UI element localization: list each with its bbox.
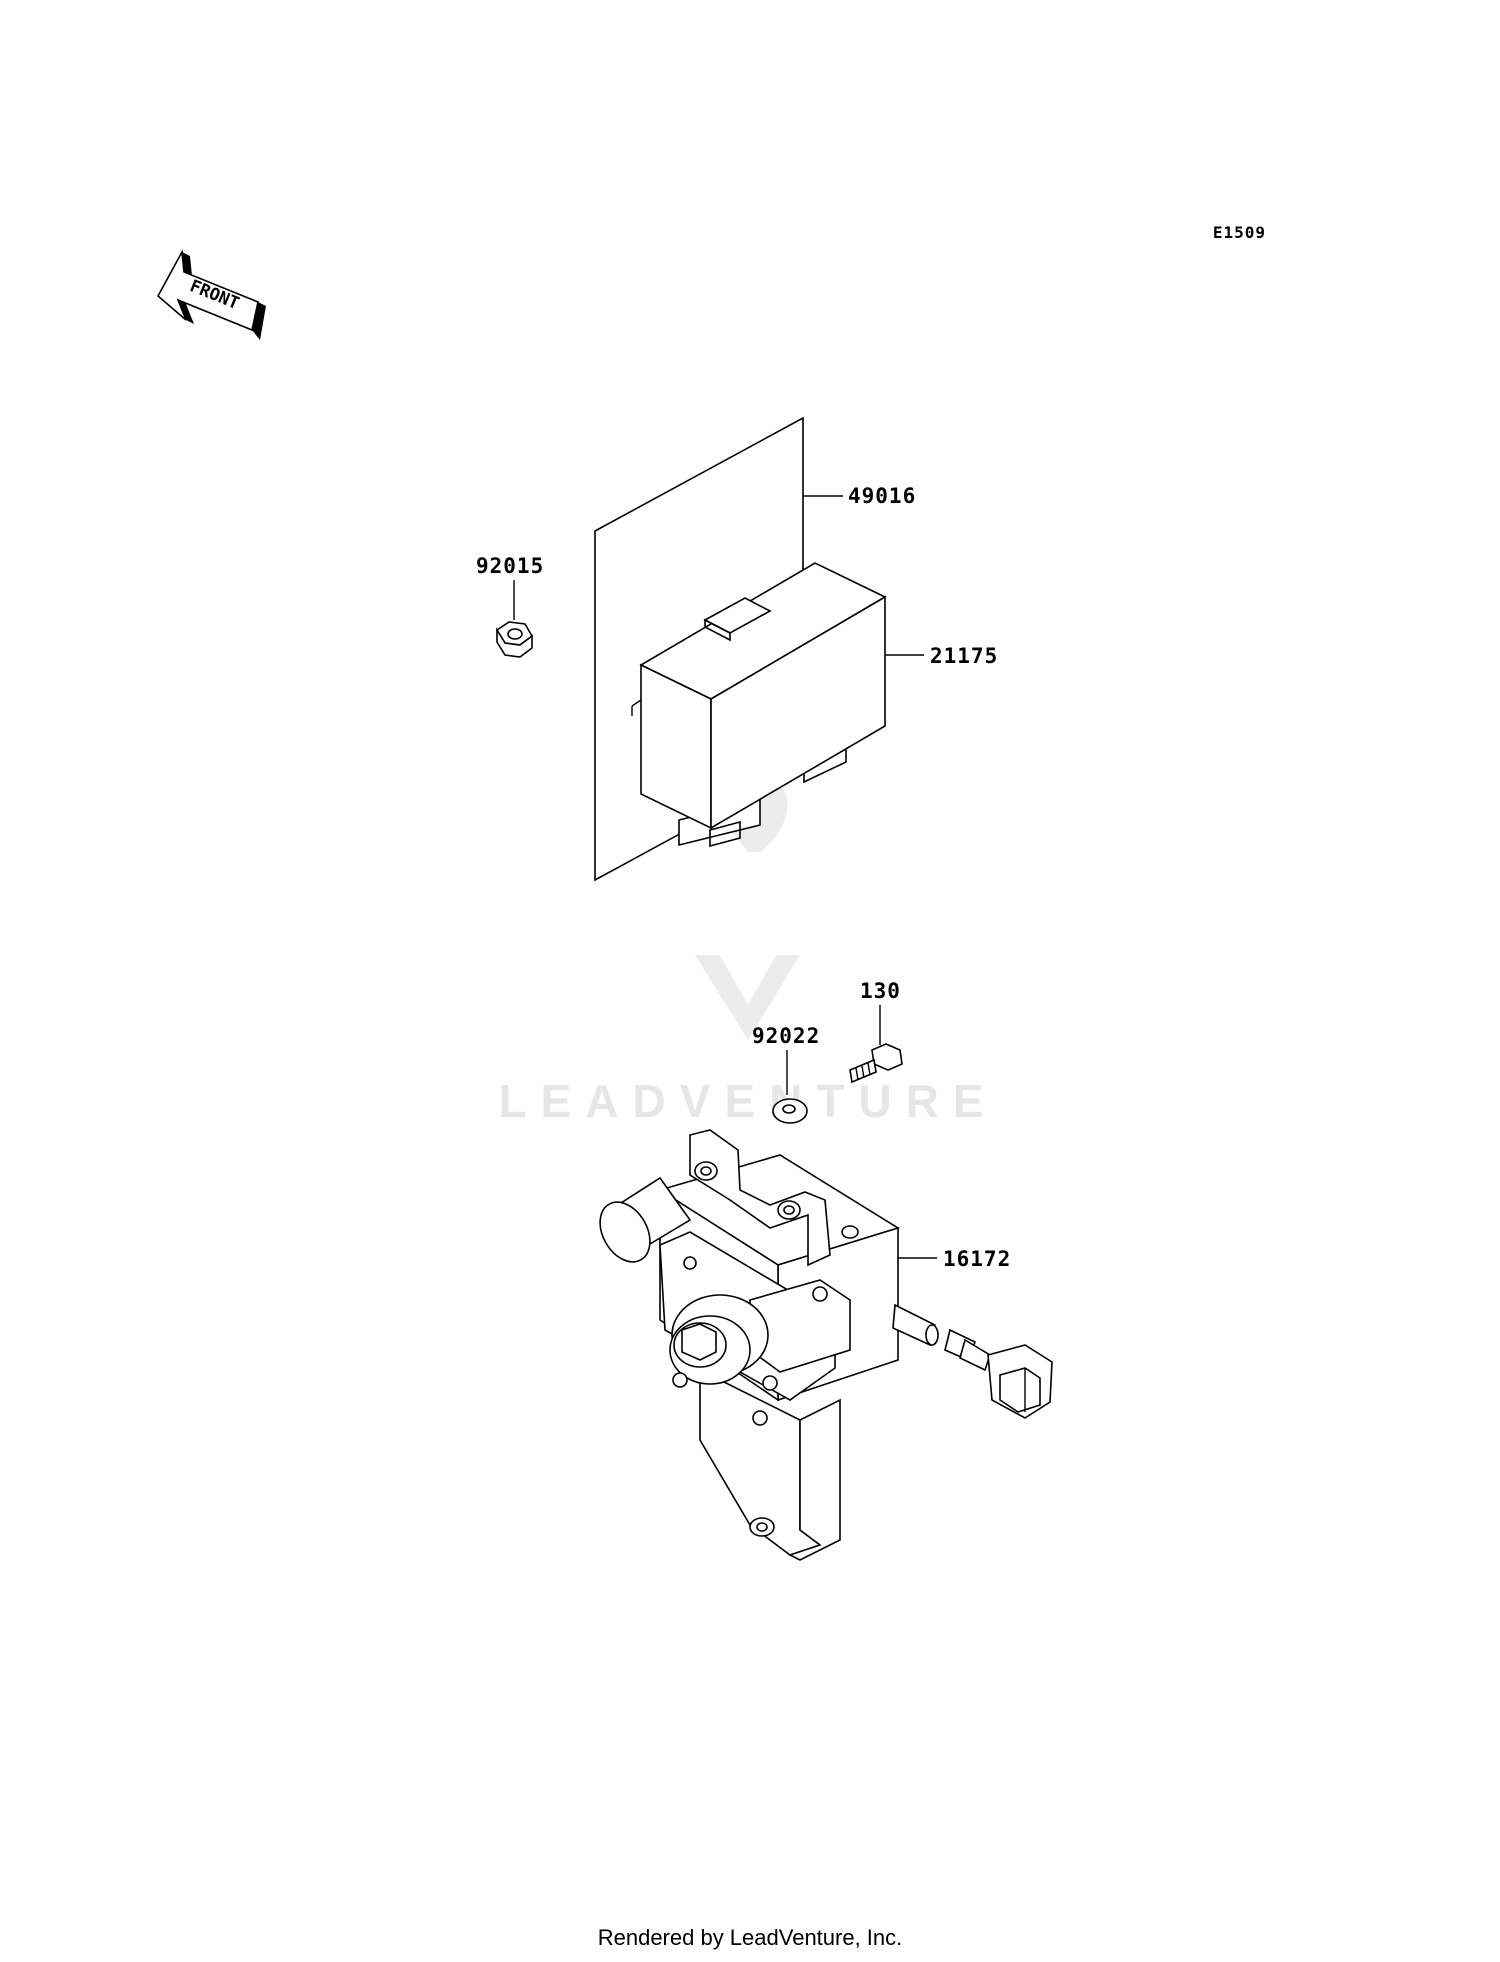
- footer-credit: Rendered by LeadVenture, Inc.: [598, 1925, 903, 1950]
- control-unit-part-21175: 21175: [631, 562, 998, 848]
- actuator-part-16172: 16172: [599, 1129, 1053, 1561]
- washer-part-92022: 92022: [752, 1024, 820, 1124]
- label-92015: 92015: [476, 554, 544, 578]
- front-arrow-icon: FRONT: [156, 249, 266, 340]
- label-21175: 21175: [930, 644, 998, 668]
- label-49016: 49016: [848, 484, 916, 508]
- nut-part-92015: 92015: [476, 554, 544, 658]
- diagram-id: E1509: [1213, 223, 1266, 242]
- label-130: 130: [860, 979, 901, 1003]
- label-16172: 16172: [943, 1247, 1011, 1271]
- label-92022: 92022: [752, 1024, 820, 1048]
- watermark-text: LEADVENTURE: [498, 1075, 997, 1127]
- bolt-part-130: 130: [849, 979, 903, 1084]
